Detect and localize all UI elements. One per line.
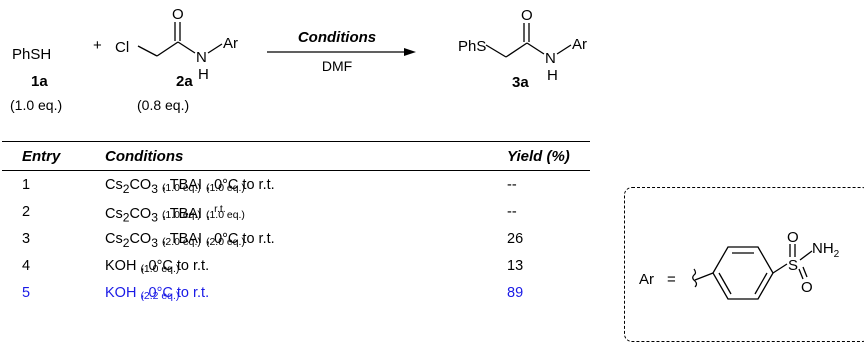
cell-yield: --	[507, 204, 517, 220]
ar-structure: Ar = S O O NH2	[639, 229, 840, 300]
header-conditions: Conditions	[105, 148, 184, 165]
cell-conditions: KOH (2.2 eq.), 0°C to r.t.	[105, 285, 210, 302]
table-top-rule	[2, 141, 590, 142]
table-row: 3 Cs2CO3 (2.0 eq.), TBAI (2.0 eq.), 0°C t…	[2, 225, 590, 252]
cell-conditions: Cs2CO3 (1.0 eq.), TBAI (1.0 eq.), 0°C to…	[105, 177, 275, 196]
header-yield-label: Yield	[507, 148, 543, 165]
header-yield-unit: (%)	[546, 148, 570, 165]
bond	[772, 263, 788, 274]
reagent2-nitrogen: N	[196, 49, 207, 66]
cell-entry: 1	[22, 177, 31, 193]
product-label: 3a	[512, 74, 529, 91]
bond	[798, 268, 804, 280]
cell-entry: 2	[22, 204, 31, 220]
reaction-scheme: PhSH 1a (1.0 eq.) + Cl O N H Ar 2a (0.8 …	[10, 6, 587, 113]
reagent2-equiv: (0.8 eq.)	[137, 97, 189, 113]
product-oxygen: O	[521, 7, 533, 24]
bond	[485, 44, 507, 58]
benzene-ring	[712, 246, 774, 300]
ring-double-bond	[718, 272, 732, 295]
ring-double-bond	[754, 272, 768, 295]
reagent1-label: 1a	[31, 73, 48, 90]
amine-nh: NH	[812, 240, 834, 257]
bond	[556, 44, 572, 55]
bond	[156, 41, 179, 57]
reagent1-equiv: (1.0 eq.)	[10, 97, 62, 113]
reagent1-formula: PhSH	[12, 46, 51, 63]
amine-group: NH2	[812, 240, 840, 260]
header-yield: Yield (%)	[507, 148, 570, 165]
cell-yield: 89	[507, 285, 524, 301]
header-entry: Entry	[22, 148, 61, 165]
sulfonyl-oxygen-top: O	[787, 229, 799, 246]
sulfur-atom: S	[788, 257, 798, 274]
bond	[137, 45, 158, 57]
table-row: 4 KOH (1.0 eq.), 0°C to r.t. 13	[2, 252, 590, 279]
table-row: 5 KOH (2.2 eq.), 0°C to r.t. 89	[2, 279, 590, 306]
sulfonyl-oxygen-bottom: O	[801, 279, 813, 296]
wavy-bond	[692, 268, 698, 288]
bond	[207, 43, 223, 54]
ar-equals: =	[667, 271, 676, 288]
bond	[505, 42, 528, 58]
reagent2-oxygen: O	[172, 6, 184, 23]
reagent2-cl: Cl	[115, 39, 129, 56]
cell-yield: 13	[507, 258, 524, 274]
bond	[177, 41, 196, 54]
product-hydrogen: H	[547, 67, 558, 84]
cell-conditions: Cs2CO3 (1.0 eq.), TBAI (1.0 eq.), r.t.	[105, 204, 245, 225]
arrow-conditions: Conditions	[298, 29, 376, 46]
cell-entry: 5	[22, 285, 31, 301]
product-nitrogen: N	[545, 50, 556, 67]
arrow-solvent: DMF	[322, 58, 352, 74]
reagent2-label: 2a	[176, 73, 193, 90]
cell-conditions: Cs2CO3 (2.0 eq.), TBAI (2.0 eq.), 0°C to…	[105, 231, 275, 250]
cell-entry: 3	[22, 231, 31, 247]
ar-definition-box	[624, 187, 864, 342]
cell-conditions: KOH (1.0 eq.), 0°C to r.t.	[105, 258, 210, 275]
plus-sign: +	[93, 37, 102, 54]
arrow-head	[404, 48, 416, 56]
product-phs: PhS	[458, 38, 486, 55]
table-row: 2 Cs2CO3 (1.0 eq.), TBAI (1.0 eq.), r.t. -…	[2, 198, 590, 225]
bond	[694, 272, 714, 281]
bond	[799, 250, 813, 261]
cell-yield: --	[507, 177, 517, 193]
cell-entry: 4	[22, 258, 31, 274]
table-row: 1 Cs2CO3 (1.0 eq.), TBAI (1.0 eq.), 0°C t…	[2, 171, 590, 198]
reagent2-hydrogen: H	[198, 66, 209, 83]
table-header: Entry Conditions Yield (%)	[2, 142, 590, 171]
product-ar: Ar	[572, 36, 587, 53]
bond	[526, 42, 545, 55]
amine-subscript: 2	[834, 249, 840, 260]
table-body: 1 Cs2CO3 (1.0 eq.), TBAI (1.0 eq.), 0°C t…	[2, 171, 590, 306]
bond	[802, 266, 808, 278]
ar-label: Ar	[639, 271, 654, 288]
cell-yield: 26	[507, 231, 524, 247]
reagent2-ar: Ar	[223, 35, 238, 52]
